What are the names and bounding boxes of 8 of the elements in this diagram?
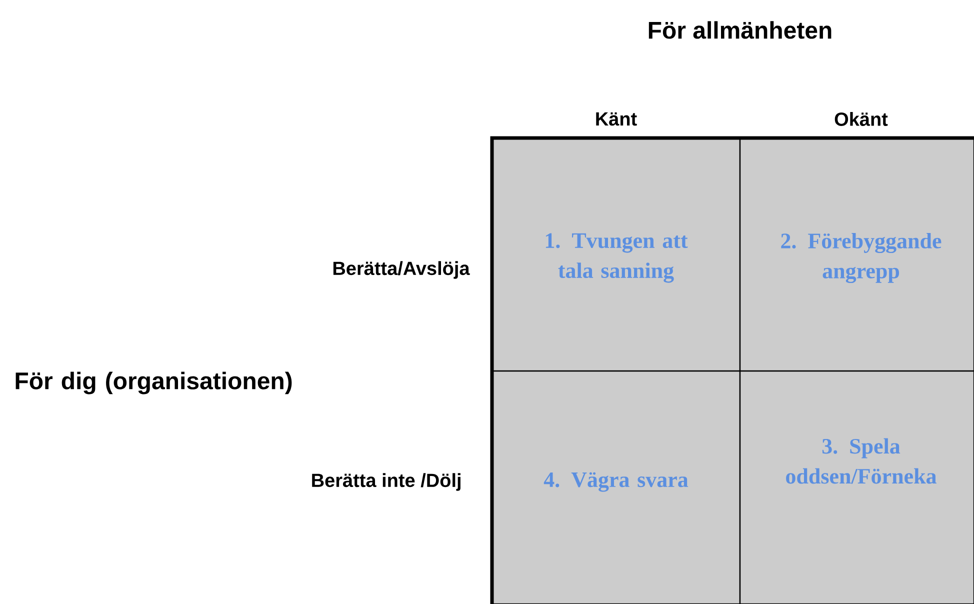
quadrant-cell: 3. Spela oddsen/Förneka: [739, 370, 974, 604]
axis-label: För dig (organisationen): [16, 372, 292, 394]
quadrant-cell: 1. Tvungen att tala sanning: [491, 137, 741, 372]
row-header: Berätta/Avslöja: [333, 261, 470, 279]
row-header: Berätta inte /Dölj: [312, 473, 460, 491]
heading: För allmänheten: [648, 21, 832, 39]
quadrant-cell: 2. Förebyggande angrepp: [739, 137, 974, 372]
quadrant-cell: 4. Vägra svara: [491, 370, 741, 604]
